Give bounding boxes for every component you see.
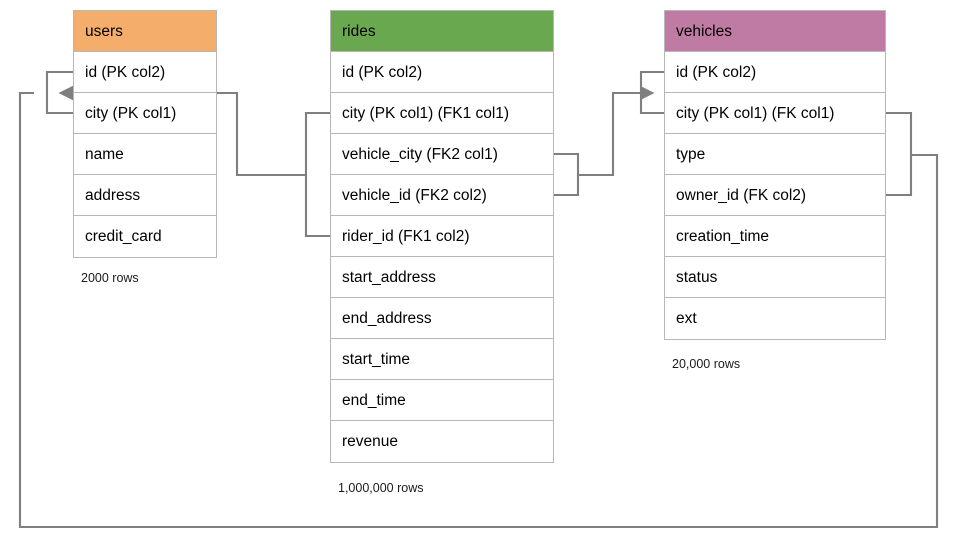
field-users-name[interactable]: name bbox=[74, 134, 216, 175]
field-vehicles-type[interactable]: type bbox=[665, 134, 885, 175]
field-rides-start-time[interactable]: start_time bbox=[331, 339, 553, 380]
row-count-label-rides: 1,000,000 rows bbox=[338, 481, 424, 495]
field-users-address[interactable]: address bbox=[74, 175, 216, 216]
field-vehicles-ext[interactable]: ext bbox=[676, 310, 697, 327]
field-rides-city[interactable]: city (PK col1) (FK1 col1) bbox=[331, 93, 553, 134]
connector-bracket-vehicles-right bbox=[886, 111, 913, 197]
field-vehicles-id[interactable]: id (PK col2) bbox=[665, 52, 885, 93]
connector-bracket-users-left bbox=[45, 70, 73, 115]
connector-bracket-rides-right bbox=[554, 152, 580, 197]
entity-header-users: users bbox=[74, 11, 216, 52]
field-users-city[interactable]: city (PK col1) bbox=[74, 93, 216, 134]
entity-table-rides[interactable]: rides id (PK col2) city (PK col1) (FK1 c… bbox=[330, 10, 554, 463]
entity-header-vehicles: vehicles bbox=[665, 11, 885, 52]
connector-line-rides-fk2-to-vehicles bbox=[578, 85, 655, 177]
row-count-label-users: 2000 rows bbox=[81, 271, 139, 285]
entity-header-rides: rides bbox=[331, 11, 553, 52]
field-rides-id[interactable]: id (PK col2) bbox=[331, 52, 553, 93]
field-vehicles-city[interactable]: city (PK col1) (FK col1) bbox=[665, 93, 885, 134]
entity-table-vehicles[interactable]: vehicles id (PK col2) city (PK col1) (FK… bbox=[664, 10, 886, 340]
field-rides-revenue[interactable]: revenue bbox=[342, 433, 399, 450]
field-vehicles-owner-id[interactable]: owner_id (FK col2) bbox=[665, 175, 885, 216]
field-rides-rider-id[interactable]: rider_id (FK1 col2) bbox=[331, 216, 553, 257]
field-vehicles-status[interactable]: status bbox=[665, 257, 885, 298]
field-vehicles-creation-time[interactable]: creation_time bbox=[665, 216, 885, 257]
field-rides-start-address[interactable]: start_address bbox=[331, 257, 553, 298]
field-rides-end-address[interactable]: end_address bbox=[331, 298, 553, 339]
field-users-id[interactable]: id (PK col2) bbox=[74, 52, 216, 93]
field-rides-vehicle-id[interactable]: vehicle_id (FK2 col2) bbox=[331, 175, 553, 216]
entity-table-users[interactable]: users id (PK col2) city (PK col1) name a… bbox=[73, 10, 217, 258]
connector-bracket-vehicles-left bbox=[639, 70, 664, 115]
field-users-credit-card[interactable]: credit_card bbox=[85, 228, 162, 245]
connector-bracket-rides-left bbox=[304, 111, 330, 238]
field-rides-end-time[interactable]: end_time bbox=[331, 380, 553, 421]
field-rides-vehicle-city[interactable]: vehicle_city (FK2 col1) bbox=[331, 134, 553, 175]
row-count-label-vehicles: 20,000 rows bbox=[672, 357, 741, 371]
